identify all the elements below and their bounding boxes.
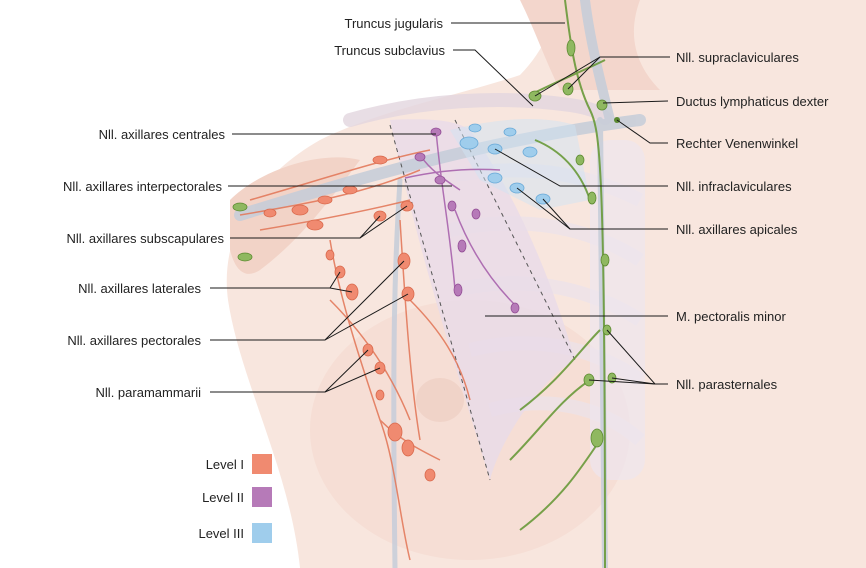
legend-swatch (252, 454, 272, 474)
label-nll-axillares-subscapulares: Nll. axillares subscapulares (66, 231, 224, 246)
label-rechter-venenwinkel: Rechter Venenwinkel (676, 136, 798, 151)
legend-swatch (252, 523, 272, 543)
legend: Level I Level II Level III (198, 454, 272, 543)
label-nll-parasternales: Nll. parasternales (676, 377, 778, 392)
label-nll-paramammarii: Nll. paramammarii (96, 385, 202, 400)
legend-label: Level III (198, 526, 244, 541)
areola (416, 378, 464, 422)
legend-label: Level II (202, 490, 244, 505)
legend-item-level-1: Level I (206, 454, 272, 474)
legend-label: Level I (206, 457, 244, 472)
label-truncus-jugularis: Truncus jugularis (344, 16, 443, 31)
anatomy-illustration (227, 0, 866, 568)
label-nll-axillares-laterales: Nll. axillares laterales (78, 281, 201, 296)
legend-item-level-2: Level II (202, 487, 272, 507)
label-m-pectoralis-minor: M. pectoralis minor (676, 309, 786, 324)
label-ductus-lymphaticus-dexter: Ductus lymphaticus dexter (676, 94, 829, 109)
label-truncus-subclavius: Truncus subclavius (334, 43, 445, 58)
label-nll-axillares-apicales: Nll. axillares apicales (676, 222, 798, 237)
label-nll-axillares-centrales: Nll. axillares centrales (99, 127, 226, 142)
label-nll-axillares-pectorales: Nll. axillares pectorales (67, 333, 201, 348)
label-nll-axillares-interpectorales: Nll. axillares interpectorales (63, 179, 222, 194)
legend-swatch (252, 487, 272, 507)
label-nll-infraclaviculares: Nll. infraclaviculares (676, 179, 792, 194)
legend-item-level-3: Level III (198, 523, 272, 543)
label-nll-supraclaviculares: Nll. supraclaviculares (676, 50, 799, 65)
